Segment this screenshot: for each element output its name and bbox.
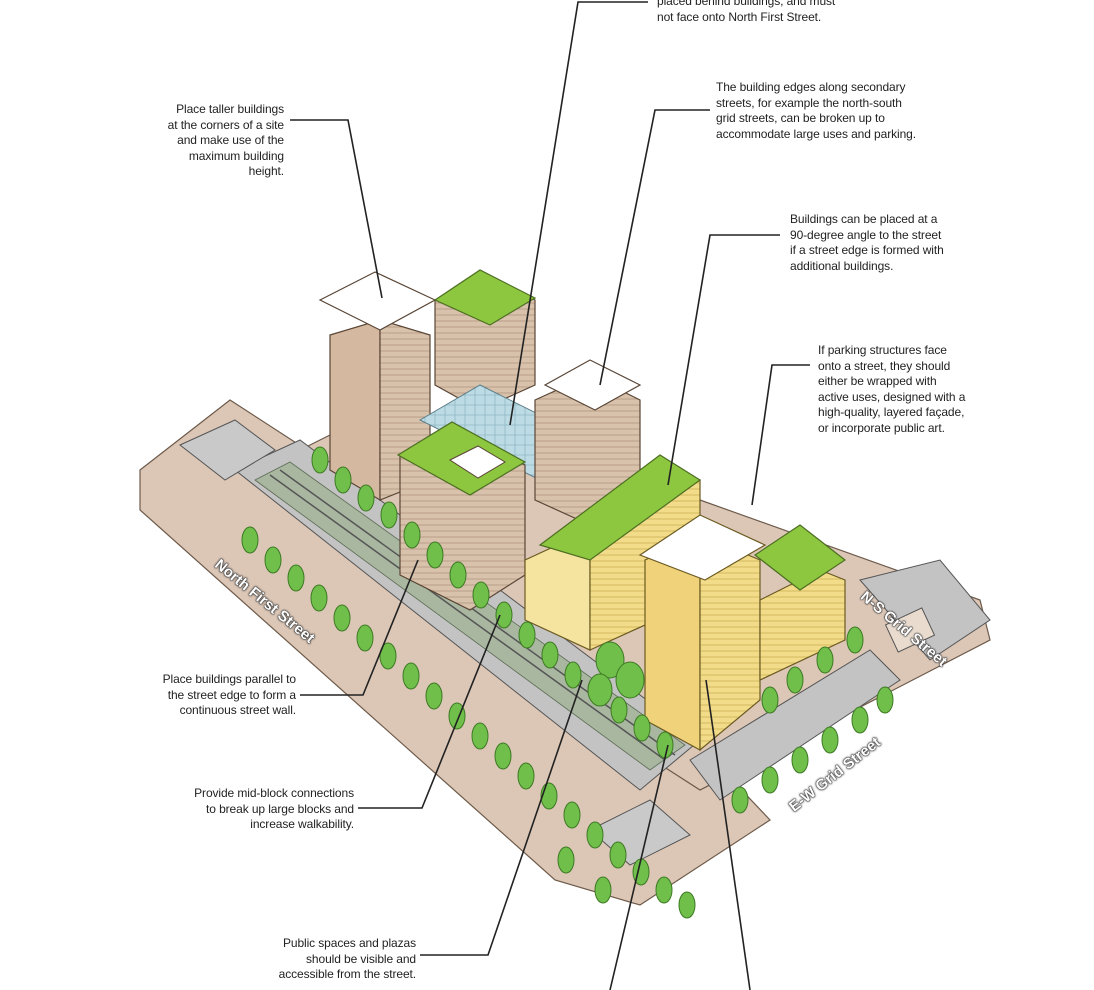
annotation-line: placed behind buildings, and must <box>657 0 836 8</box>
mid-white-top-building <box>534 359 642 526</box>
annotation-line: If parking structures face <box>818 343 947 357</box>
annotation-line: Place buildings parallel to <box>162 672 296 686</box>
annotation-line: grid streets, can be broken up to <box>716 111 885 125</box>
street-trees <box>241 446 894 919</box>
annotation-line: streets, for example the north-south <box>716 95 902 110</box>
annotation-top-center: placed behind buildings, and must not fa… <box>657 0 835 25</box>
annotation-line: increase walkability. <box>250 817 354 831</box>
annotation-line: should be visible and <box>306 951 416 966</box>
annotation-line: Public spaces and plazas <box>282 936 416 950</box>
annotation-ninety-degree: Buildings can be placed at a 90-degree a… <box>790 212 944 274</box>
annotation-line: accommodate large uses and parking. <box>716 126 916 141</box>
annotation-line: 90-degree angle to the street <box>790 227 942 242</box>
annotation-line: Buildings can be placed at a <box>790 212 938 226</box>
annotation-secondary-streets: The building edges along secondary stree… <box>716 80 916 142</box>
annotation-line: The building edges along secondary <box>716 80 906 94</box>
annotation-mid-block: Provide mid-block connections to break u… <box>194 786 354 833</box>
annotation-public-spaces: Public spaces and plazas should be visib… <box>279 936 416 983</box>
annotation-line: Place taller buildings <box>176 102 284 116</box>
green-roof-building-back <box>433 269 537 411</box>
annotation-line: height. <box>248 164 284 178</box>
annotation-line: not face onto North First Street. <box>657 9 822 24</box>
leader-lines <box>290 1 810 990</box>
annotation-line: at the corners of a site <box>167 117 284 132</box>
annotation-line: additional buildings. <box>790 258 894 273</box>
annotation-line: Provide mid-block connections <box>194 786 354 800</box>
annotation-line: continuous street wall. <box>179 703 297 717</box>
annotation-line: maximum building <box>188 148 284 163</box>
annotation-line: onto a street, they should <box>818 358 951 373</box>
annotation-line: if a street edge is formed with <box>790 243 944 257</box>
annotation-line: or incorporate public art. <box>818 420 945 435</box>
annotation-line: and make use of the <box>177 133 284 147</box>
annotation-taller-buildings: Place taller buildings at the corners of… <box>168 102 284 180</box>
annotation-parking-structures: If parking structures face onto a street… <box>818 343 965 436</box>
annotation-line: the street edge to form a <box>167 687 296 702</box>
annotation-line: either be wrapped with <box>818 374 937 388</box>
annotation-line: accessible from the street. <box>278 967 416 981</box>
annotation-parallel-buildings: Place buildings parallel to the street e… <box>163 672 296 719</box>
yellow-corner-building <box>638 514 847 752</box>
annotation-line: to break up large blocks and <box>206 801 354 816</box>
annotation-line: high-quality, layered façade, <box>818 405 965 419</box>
annotation-line: active uses, designed with a <box>818 389 966 404</box>
